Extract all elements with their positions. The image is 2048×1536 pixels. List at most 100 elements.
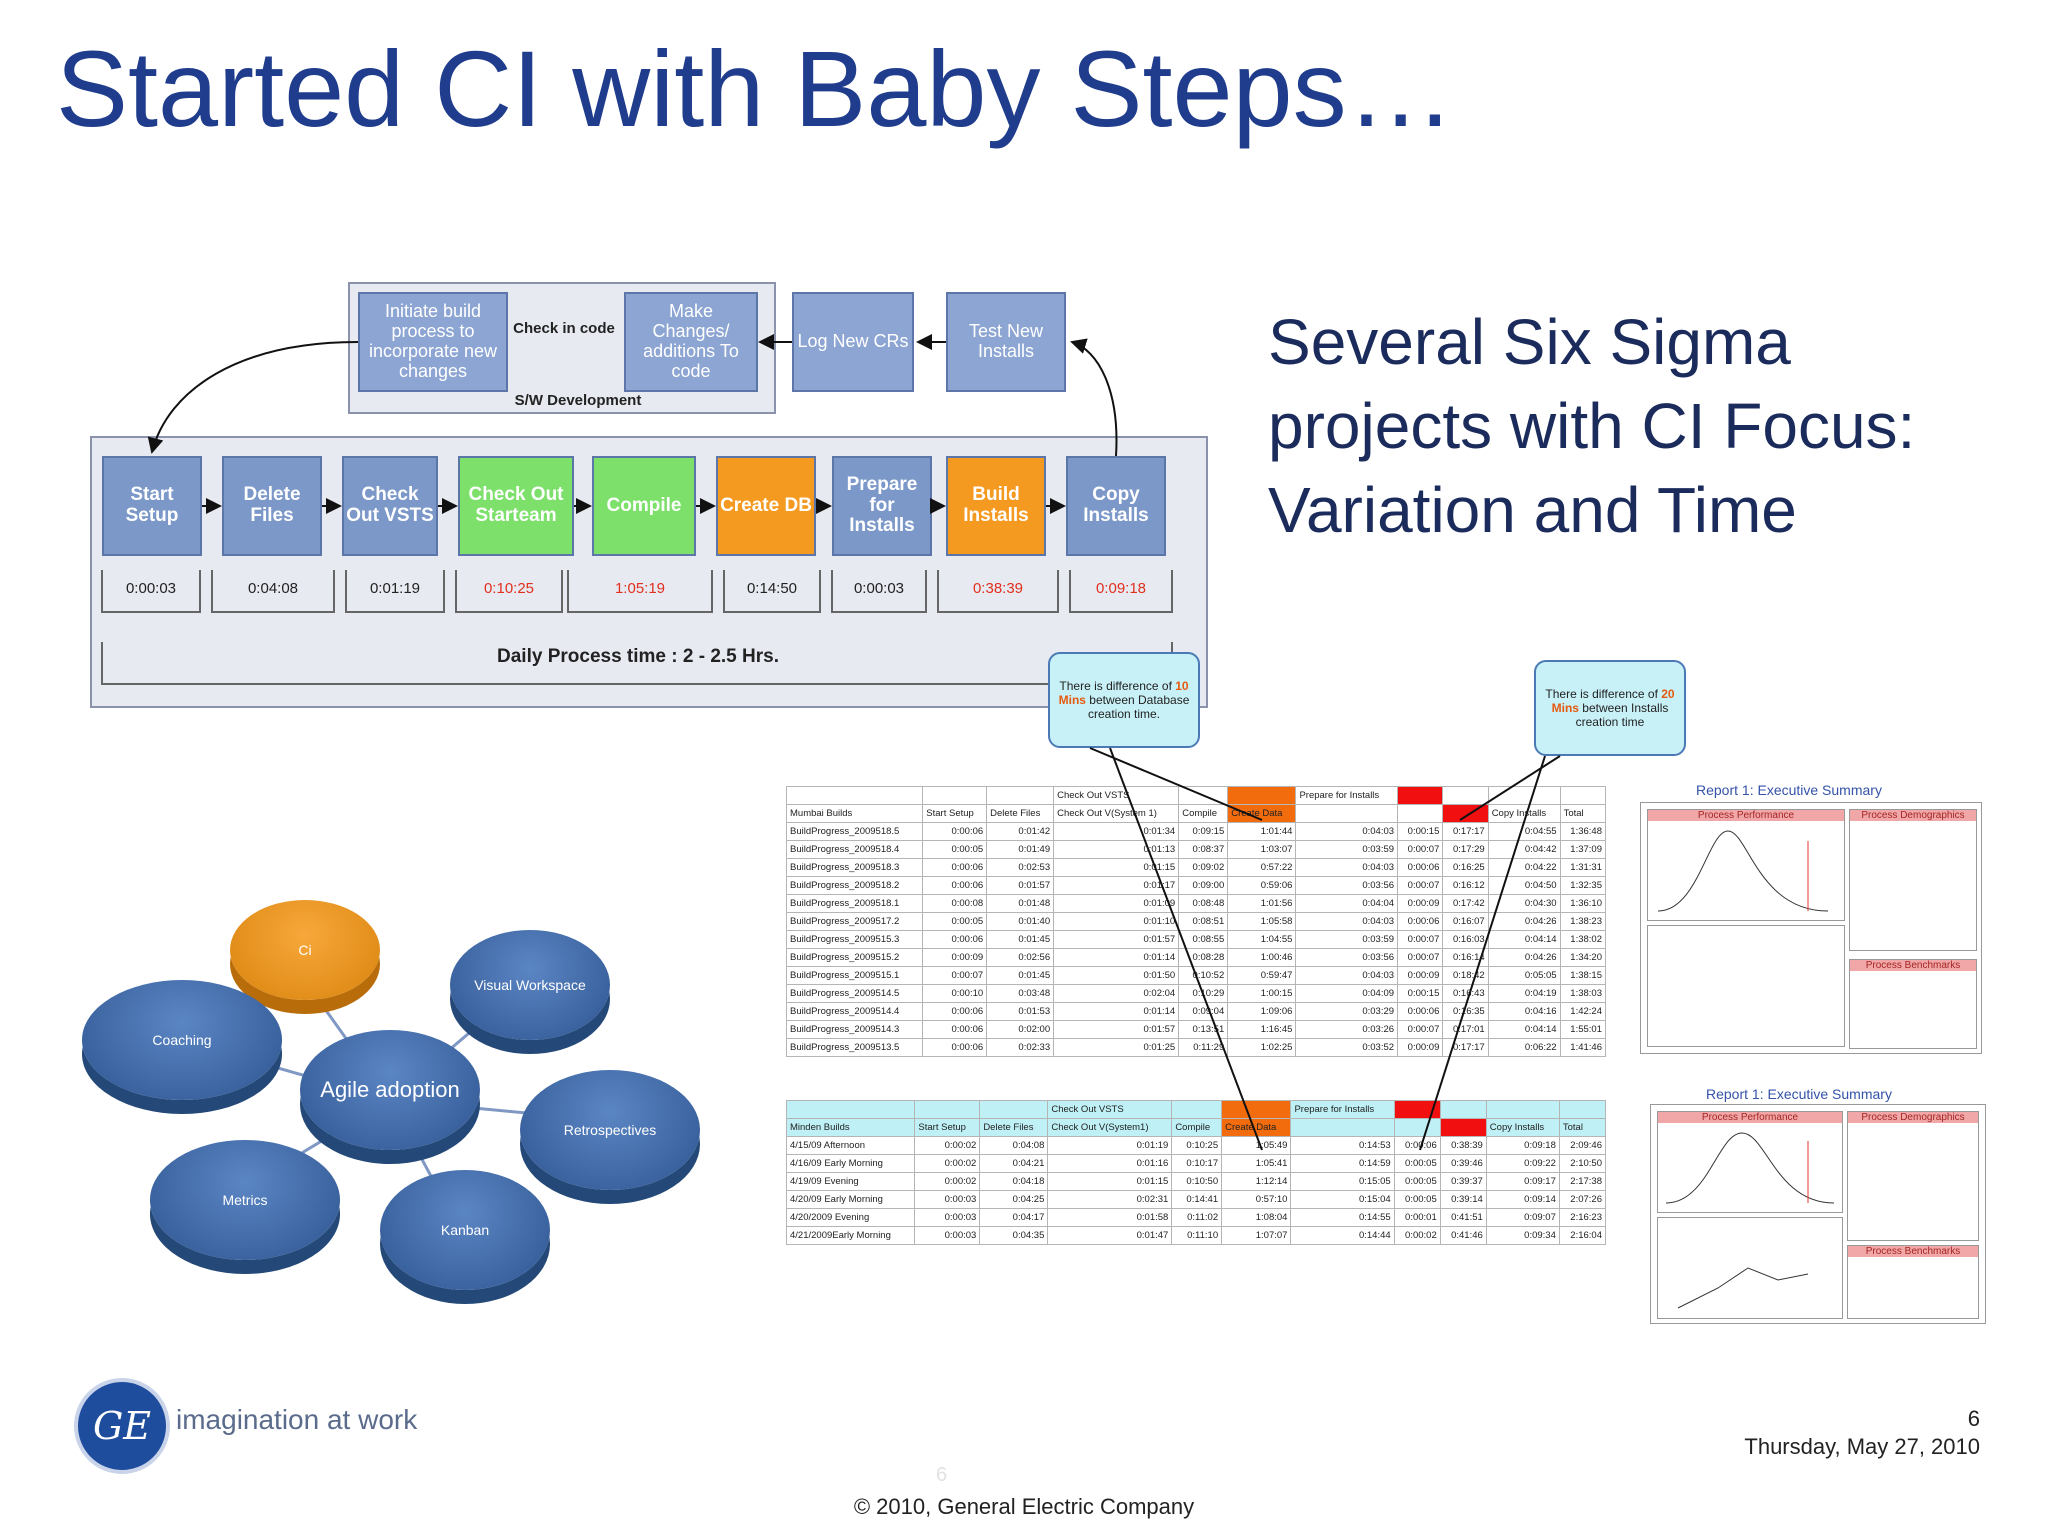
step-check-out-vsts: Check Out VSTS [342, 456, 438, 556]
time-start-setup: 0:00:03 [125, 580, 177, 597]
process-benchmarks-panel: Process Benchmarks [1847, 1245, 1979, 1319]
process-performance-panel: Process Performance [1657, 1111, 1843, 1213]
subtitle-line: Several Six Sigma [1268, 306, 1791, 378]
trend-panel [1647, 925, 1845, 1047]
process-benchmarks-label: Process Benchmarks [1848, 1246, 1978, 1257]
table-top-header-cell [1485, 1100, 1560, 1119]
report2-panel: Process Performance Process Demographics… [1650, 1104, 1986, 1324]
time-compile: 1:05:19 [614, 580, 666, 597]
trend-panel [1657, 1217, 1843, 1319]
table-cell: 1:00:46 [1227, 948, 1297, 967]
table-cell: 1:41:46 [1559, 1038, 1607, 1057]
process-demographics-panel: Process Demographics [1847, 1111, 1979, 1241]
table-header-cell: Total [1558, 1118, 1607, 1137]
agile-retrospectives-disc: Retrospectives [520, 1070, 700, 1190]
process-performance-panel: Process Performance [1647, 809, 1845, 921]
process-flow-diagram: Initiate build process to incorporate ne… [88, 280, 1208, 710]
table-cell: 0:41:46 [1439, 1226, 1487, 1245]
slide-title: Started CI with Baby Steps… [56, 28, 1455, 149]
table-cell: 0:04:17 [979, 1208, 1049, 1227]
agile-coaching-label: Coaching [152, 1032, 212, 1048]
table-cell: 0:00:09 [1397, 1038, 1444, 1057]
table-cell: 0:01:47 [1047, 1226, 1173, 1245]
step-build-installs: Build Installs [946, 456, 1046, 556]
table-top-header-cell [785, 1100, 916, 1119]
callout-db-difference: There is difference of 10 Mins between D… [1048, 652, 1200, 748]
step-compile: Compile [592, 456, 696, 556]
agile-metrics-disc: Metrics [150, 1140, 340, 1260]
table-cell: 1:02:25 [1227, 1038, 1297, 1057]
agile-ci-disc: Ci [230, 900, 380, 1000]
checkin-label: Check in code [513, 320, 615, 337]
agile-metrics-label: Metrics [222, 1192, 268, 1208]
table-cell: 0:00:06 [922, 1038, 988, 1057]
step-create-db: Create DB [716, 456, 816, 556]
time-create-db: 0:14:50 [746, 580, 798, 597]
table-cell: 0:03:52 [1295, 1038, 1399, 1057]
table-cell: 0:09:34 [1485, 1226, 1560, 1245]
table-top-header-cell [914, 1100, 981, 1119]
table-cell: 1:07:07 [1221, 1226, 1292, 1245]
process-benchmarks-label: Process Benchmarks [1850, 960, 1976, 971]
initiate-build-step: Initiate build process to incorporate ne… [358, 292, 508, 392]
agile-kanban-disc: Kanban [380, 1170, 550, 1290]
callout-text: There is difference of [1059, 679, 1176, 693]
table-top-header-cell [1227, 786, 1297, 805]
agile-ci-label: Ci [298, 942, 312, 958]
table-header-cell: Create Data [1227, 804, 1297, 823]
agile-adoption-diagram: Ci Visual Workspace Coaching Agile adopt… [60, 880, 720, 1350]
ge-logo-letters: GE [92, 1404, 152, 1448]
table-cell: 0:14:44 [1290, 1226, 1395, 1245]
table-cell: 0:00:02 [1393, 1226, 1441, 1245]
slide-date: Thursday, May 27, 2010 [1744, 1434, 1980, 1459]
process-performance-label: Process Performance [1658, 1112, 1842, 1123]
agile-visual-workspace-disc: Visual Workspace [450, 930, 610, 1040]
callout-installs-difference: There is difference of 20 Mins between I… [1534, 660, 1686, 756]
table-cell: 1:01:56 [1227, 894, 1297, 913]
time-build-installs: 0:38:39 [972, 580, 1024, 597]
table-cell: 0:04:18 [979, 1172, 1049, 1191]
time-copy-installs: 0:09:18 [1095, 580, 1147, 597]
step-check-out-starteam: Check Out Starteam [458, 456, 574, 556]
table-header-cell [1439, 1118, 1487, 1137]
process-performance-label: Process Performance [1648, 810, 1844, 821]
table-cell: 0:06:22 [1487, 1038, 1561, 1057]
step-prepare-for-installs: Prepare for Installs [832, 456, 932, 556]
subtitle-line: Variation and Time [1268, 474, 1797, 546]
callout-text: between Installs creation time [1575, 701, 1669, 729]
table-cell: 4/21/2009Early Morning [785, 1226, 916, 1245]
time-check-out-starteam: 0:10:25 [483, 580, 535, 597]
process-demographics-panel: Process Demographics [1849, 809, 1977, 951]
step-start-setup: Start Setup [102, 456, 202, 556]
callout-highlight: 10 Mins [1058, 679, 1189, 707]
time-prepare-installs: 0:00:03 [853, 580, 905, 597]
logo-tagline: imagination at work [176, 1404, 418, 1435]
table-cell: 0:57:22 [1227, 858, 1297, 877]
page-number: 6 [1967, 1406, 1980, 1431]
table-cell: 0:01:25 [1053, 1038, 1180, 1057]
report2-title: Report 1: Executive Summary [1706, 1086, 1892, 1102]
table-top-header-cell: Check Out VSTS [1047, 1100, 1173, 1119]
daily-process-time: Daily Process time : 2 - 2.5 Hrs. [497, 646, 779, 667]
table-top-header-cell [1439, 1100, 1487, 1119]
time-delete-files: 0:04:08 [247, 580, 299, 597]
table-cell: BuildProgress_2009513.5 [785, 1038, 924, 1057]
make-changes-step: Make Changes/ additions To code [624, 292, 758, 392]
agile-adoption-label: Agile adoption [320, 1077, 460, 1102]
